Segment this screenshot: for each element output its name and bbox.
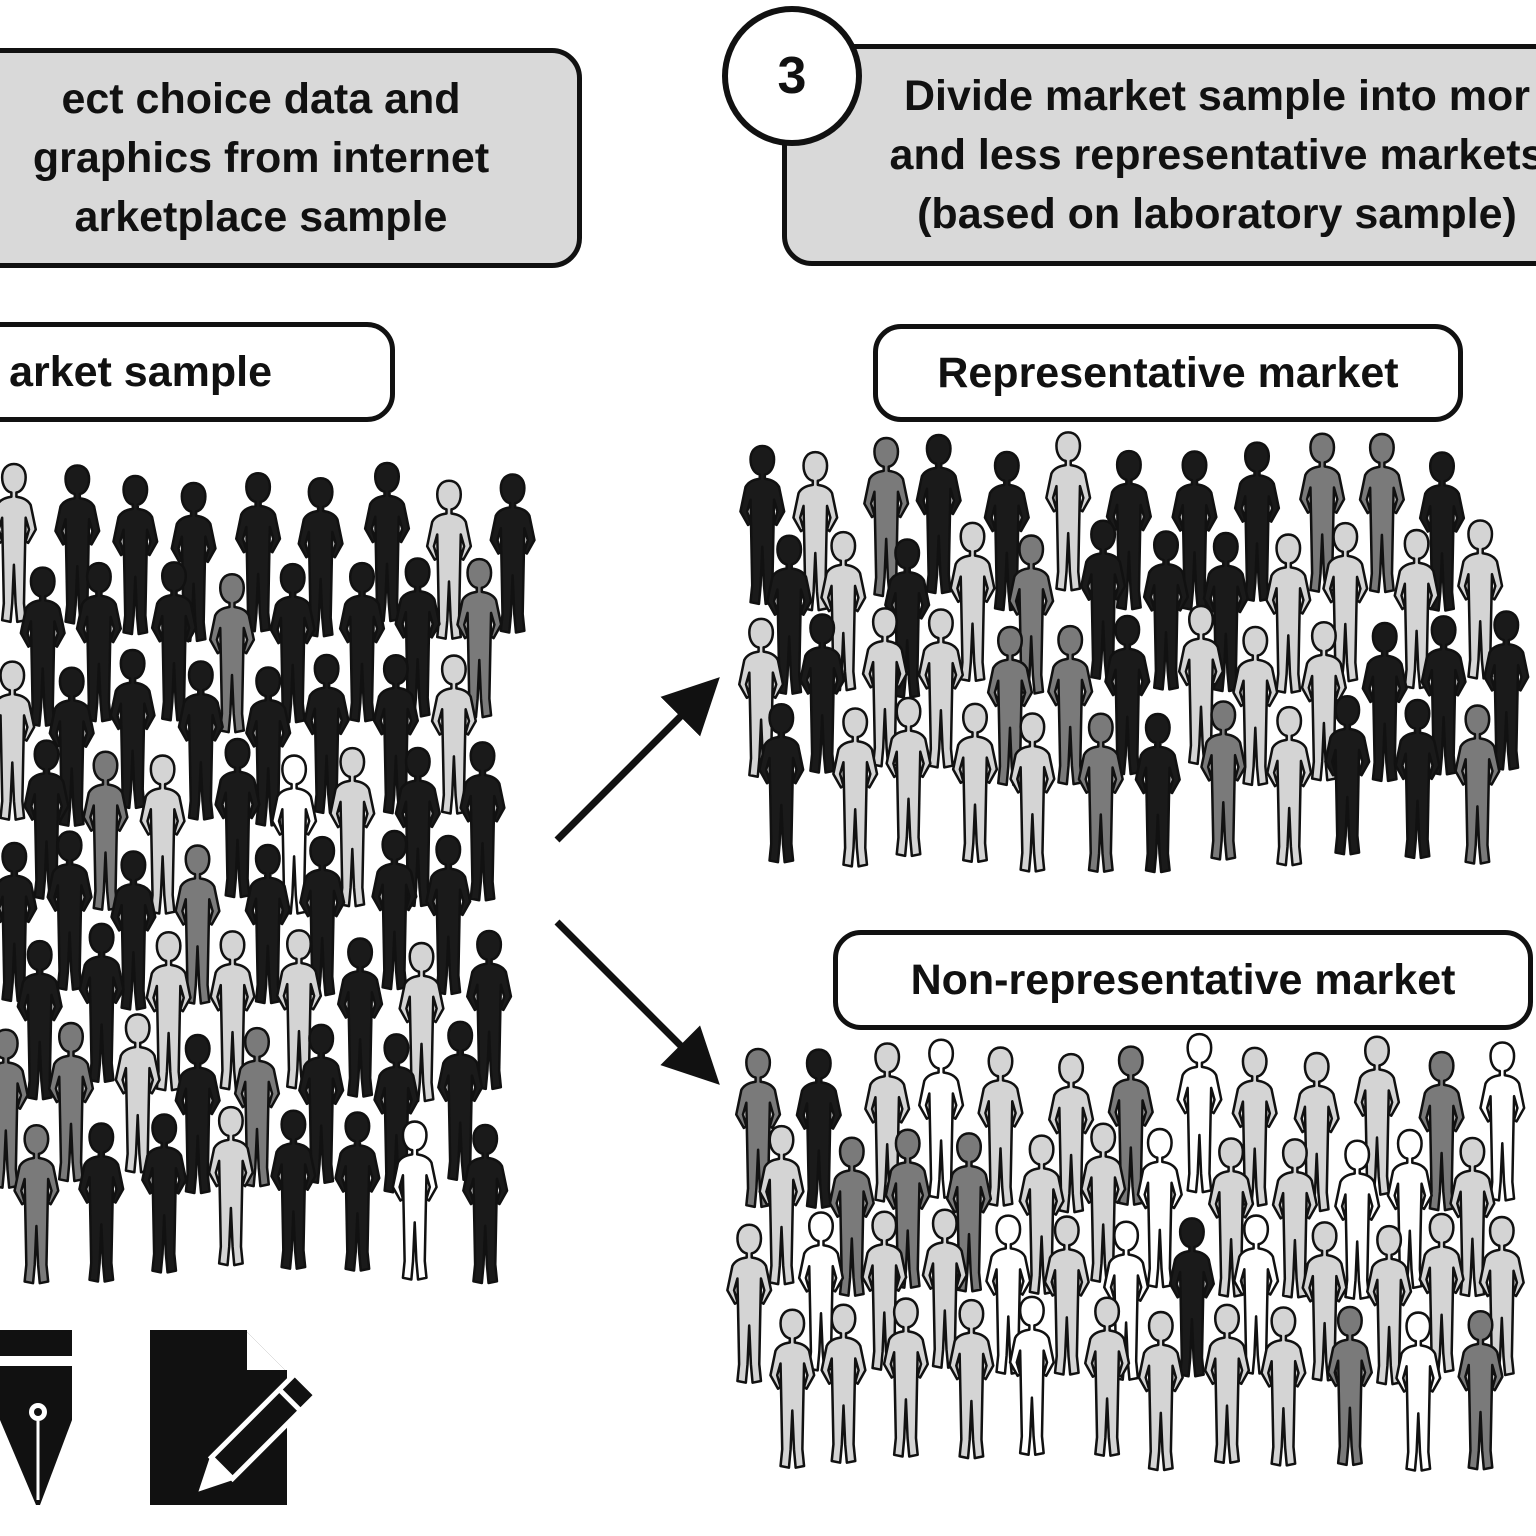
step-3-text-line: Divide market sample into mor <box>903 71 1531 120</box>
person-silhouette-icon <box>831 707 879 868</box>
step-1-box: ect choice data and graphics from intern… <box>0 48 582 268</box>
fountain-pen-nib-icon <box>0 1330 72 1505</box>
step-1-text-line: graphics from internet <box>32 133 490 182</box>
person-silhouette-icon <box>425 834 472 996</box>
person-silhouette-icon <box>336 937 384 1098</box>
arrow-up-right-icon <box>554 677 720 843</box>
person-silhouette-icon <box>459 740 506 902</box>
person-silhouette-icon <box>1260 1306 1307 1467</box>
person-silhouette-icon <box>1176 1032 1223 1194</box>
person-silhouette-icon <box>214 737 261 899</box>
document-with-pencil-icon <box>150 1330 320 1505</box>
person-silhouette-icon <box>334 1111 381 1272</box>
representative-market-label-text: Representative market <box>937 348 1399 397</box>
person-silhouette-icon <box>269 562 316 724</box>
person-silhouette-icon <box>0 462 38 624</box>
person-silhouette-icon <box>725 1223 773 1385</box>
market-sample-label-text: arket sample <box>9 347 272 396</box>
step-3-box: Divide market sample into mor and less r… <box>782 44 1536 266</box>
step-3-number-badge: 3 <box>722 6 862 146</box>
person-silhouette-icon <box>234 471 282 633</box>
person-silhouette-icon <box>1265 705 1313 867</box>
representative-market-crowd <box>737 430 1530 874</box>
person-silhouette-icon <box>769 1308 816 1470</box>
step-3-text-line: and less representative markets <box>889 130 1536 179</box>
non-representative-market-crowd <box>725 1032 1526 1472</box>
person-silhouette-icon <box>1203 1303 1251 1465</box>
non-representative-market-label-text: Non-representative market <box>910 955 1456 1004</box>
person-silhouette-icon <box>112 474 159 636</box>
person-silhouette-icon <box>1137 1310 1185 1472</box>
person-silhouette-icon <box>1134 712 1182 874</box>
person-silhouette-icon <box>436 1020 484 1182</box>
step-3-text-line: (based on laboratory sample) <box>917 189 1517 238</box>
person-silhouette-icon <box>1454 704 1501 865</box>
non-representative-market-label: Non-representative market <box>833 930 1533 1030</box>
person-silhouette-icon <box>13 1123 60 1285</box>
representative-market-label: Representative market <box>873 324 1463 422</box>
person-silhouette-icon <box>951 702 999 864</box>
person-silhouette-icon <box>47 1021 95 1183</box>
market-sample-crowd <box>0 461 536 1285</box>
step-1-text-line: ect choice data and <box>61 74 461 123</box>
person-silhouette-icon <box>1044 430 1092 592</box>
step-1-text-line: arketplace sample <box>74 192 448 241</box>
arrow-down-right-icon <box>554 919 720 1085</box>
person-silhouette-icon <box>78 1122 125 1283</box>
person-silhouette-icon <box>1358 432 1406 594</box>
market-sample-label: arket sample <box>0 322 395 422</box>
person-silhouette-icon <box>109 648 156 810</box>
person-silhouette-icon <box>78 922 125 1084</box>
person-silhouette-icon <box>270 1109 317 1271</box>
